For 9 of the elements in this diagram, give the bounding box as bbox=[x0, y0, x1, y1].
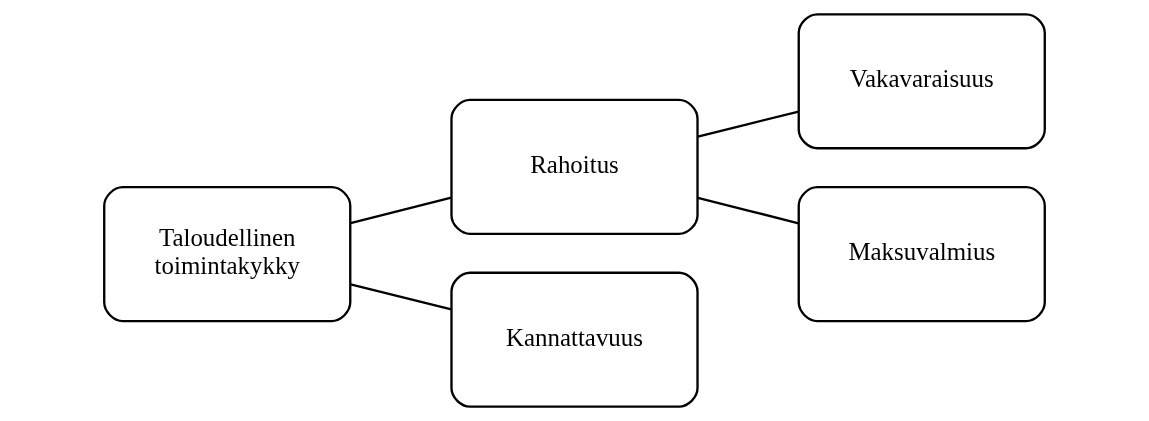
node-box: Taloudellinen toimintakykky bbox=[103, 185, 352, 323]
node-box: Vakavaraisuus bbox=[797, 13, 1046, 150]
node-box: Maksuvalmius bbox=[797, 185, 1046, 323]
connector bbox=[697, 110, 799, 138]
connector bbox=[350, 283, 452, 311]
node-box: Rahoitus bbox=[450, 98, 699, 236]
connector bbox=[350, 196, 452, 225]
connector bbox=[697, 196, 799, 225]
node-box: Kannattavuus bbox=[450, 271, 699, 408]
